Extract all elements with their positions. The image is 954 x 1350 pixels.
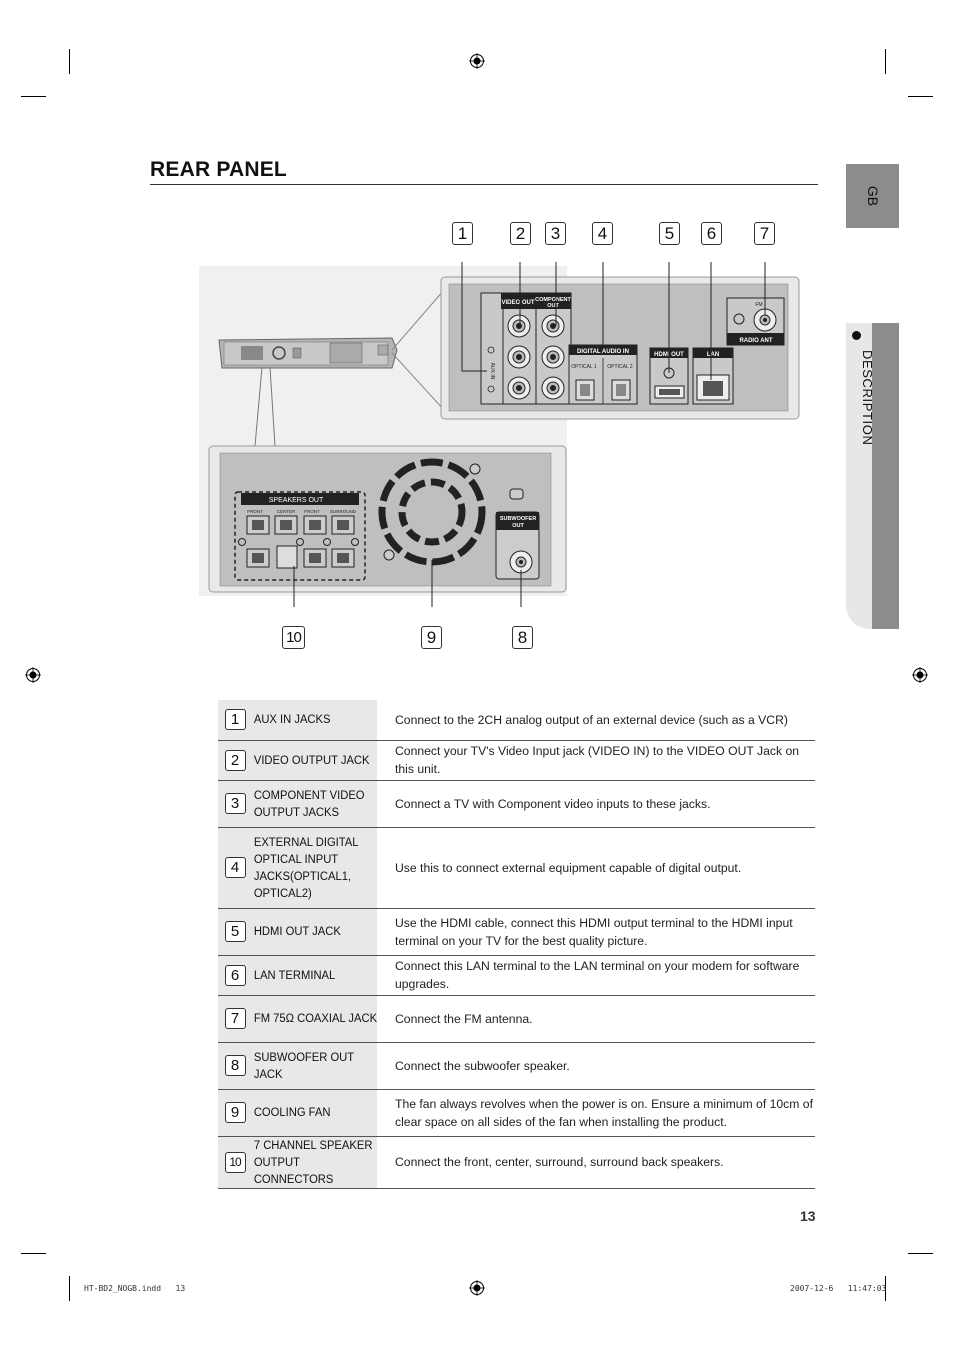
- speakers-out-label: SPEAKERS OUT: [269, 497, 324, 504]
- page-title: REAR PANEL: [150, 158, 287, 181]
- section-tab-dark: [872, 323, 899, 629]
- language-tab-label: GB: [864, 185, 881, 207]
- table-row: 4 EXTERNAL DIGITAL OPTICAL INPUT JACKS(O…: [218, 827, 815, 909]
- front-l-label: FRONT: [247, 509, 263, 514]
- language-tab: GB: [846, 164, 899, 228]
- section-tab-label: DESCRIPTION: [860, 350, 875, 446]
- radio-ant-label: RADIO ANT: [739, 338, 772, 344]
- callout-7: 7: [754, 222, 775, 245]
- table-row: 9 COOLING FAN The fan always revolves wh…: [218, 1089, 815, 1137]
- row-number: 6: [224, 964, 246, 986]
- timestamp: 2007-12-6 11:47:03: [790, 1284, 887, 1293]
- crop-mark: [69, 49, 70, 74]
- row-description: Use the HDMI cable, connect this HDMI ou…: [388, 908, 815, 956]
- crop-mark: [885, 49, 886, 74]
- row-name: FM 75Ω COAXIAL JACK: [252, 995, 378, 1043]
- crop-mark: [885, 1276, 886, 1301]
- optical1-label: OPTICAL 1: [571, 364, 597, 370]
- rear-panel-table: 1 AUX IN JACKS Connect to the 2CH analog…: [218, 700, 815, 1189]
- registration-mark-icon: [912, 667, 928, 683]
- table-row: 1 AUX IN JACKS Connect to the 2CH analog…: [218, 700, 815, 741]
- row-name: 7 CHANNEL SPEAKER OUTPUT CONNECTORS: [252, 1136, 378, 1189]
- row-name: VIDEO OUTPUT JACK: [252, 740, 378, 781]
- top-panel-zoom: VIDEO OUT COMPONENT OUT AUX IN DIGITAL A…: [440, 276, 800, 420]
- callout-8: 8: [512, 626, 533, 649]
- svg-text:SUBWOOFER: SUBWOOFER: [500, 516, 536, 522]
- row-description: The fan always revolves when the power i…: [388, 1089, 815, 1137]
- table-row: 10 7 CHANNEL SPEAKER OUTPUT CONNECTORS C…: [218, 1136, 815, 1189]
- row-number: 8: [224, 1055, 246, 1076]
- row-name: AUX IN JACKS: [252, 700, 378, 741]
- unit-overview: [218, 337, 398, 369]
- table-row: 5 HDMI OUT JACK Use the HDMI cable, conn…: [218, 908, 815, 956]
- callout-9: 9: [421, 626, 442, 649]
- table-row: 3 COMPONENT VIDEO OUTPUT JACKS Connect a…: [218, 780, 815, 828]
- svg-text:COMPONENT: COMPONENT: [535, 297, 571, 303]
- row-name: HDMI OUT JACK: [252, 908, 378, 956]
- row-number: 9: [224, 1102, 246, 1123]
- row-description: Use this to connect external equipment c…: [388, 827, 815, 909]
- table-row: 6 LAN TERMINAL Connect this LAN terminal…: [218, 955, 815, 996]
- row-name: EXTERNAL DIGITAL OPTICAL INPUT JACKS(OPT…: [252, 827, 378, 909]
- row-description: Connect your TV's Video Input jack (VIDE…: [388, 740, 815, 781]
- row-number: 10: [224, 1151, 246, 1173]
- table-row: 7 FM 75Ω COAXIAL JACK Connect the FM ant…: [218, 995, 815, 1043]
- bullet-icon: [852, 331, 861, 340]
- title-divider: [150, 184, 818, 185]
- row-name: COMPONENT VIDEO OUTPUT JACKS: [252, 780, 378, 828]
- row-name: LAN TERMINAL: [252, 955, 378, 996]
- registration-mark-icon: [469, 1280, 485, 1296]
- callout-4: 4: [592, 222, 613, 245]
- callout-6: 6: [701, 222, 722, 245]
- registration-mark-icon: [25, 667, 41, 683]
- table-row: 2 VIDEO OUTPUT JACK Connect your TV's Vi…: [218, 740, 815, 781]
- center-label: CENTER: [277, 509, 296, 514]
- row-description: Connect this LAN terminal to the LAN ter…: [388, 955, 815, 996]
- callout-3: 3: [545, 222, 566, 245]
- fm-label: FM: [755, 302, 762, 308]
- digital-audio-in-label: DIGITAL AUDIO IN: [577, 349, 629, 355]
- callout-2: 2: [510, 222, 531, 245]
- callout-10: 10: [282, 626, 305, 649]
- row-name: COOLING FAN: [252, 1089, 378, 1137]
- front-r-label: FRONT: [304, 509, 320, 514]
- row-description: Connect a TV with Component video inputs…: [388, 780, 815, 828]
- row-number: 4: [224, 857, 246, 878]
- table-row: 8 SUBWOOFER OUT JACK Connect the subwoof…: [218, 1042, 815, 1090]
- row-description: Connect the front, center, surround, sur…: [388, 1136, 815, 1189]
- row-description: Connect the FM antenna.: [388, 995, 815, 1043]
- crop-mark: [21, 96, 46, 97]
- crop-mark: [908, 1253, 933, 1254]
- rear-panel-diagram: VIDEO OUT COMPONENT OUT AUX IN DIGITAL A…: [199, 262, 800, 607]
- svg-text:OUT: OUT: [547, 303, 559, 309]
- page-number: 13: [800, 1208, 816, 1224]
- svg-text:OUT: OUT: [512, 523, 524, 529]
- row-number: 2: [224, 749, 246, 771]
- callout-5: 5: [659, 222, 680, 245]
- svg-text:AUX IN: AUX IN: [489, 363, 495, 380]
- row-number: 1: [224, 709, 246, 731]
- optical2-label: OPTICAL 2: [607, 364, 633, 370]
- section-tab-light: [846, 323, 874, 629]
- crop-mark: [21, 1253, 46, 1254]
- surround-label: SURROUND: [330, 509, 357, 514]
- lan-label: LAN: [707, 352, 719, 358]
- crop-mark: [908, 96, 933, 97]
- file-info: HT-BD2_NOGB.indd 13: [84, 1284, 186, 1293]
- row-number: 7: [224, 1008, 246, 1029]
- callout-1: 1: [452, 222, 473, 245]
- video-out-label: VIDEO OUT: [501, 300, 534, 306]
- bottom-panel-zoom: SPEAKERS OUT FRONT CENTER FRONT SURROUND: [208, 445, 567, 593]
- row-name: SUBWOOFER OUT JACK: [252, 1042, 378, 1090]
- registration-mark-icon: [469, 53, 485, 69]
- row-number: 3: [224, 793, 246, 814]
- row-description: Connect to the 2CH analog output of an e…: [388, 700, 815, 741]
- row-number: 5: [224, 921, 246, 942]
- row-description: Connect the subwoofer speaker.: [388, 1042, 815, 1090]
- crop-mark: [69, 1276, 70, 1301]
